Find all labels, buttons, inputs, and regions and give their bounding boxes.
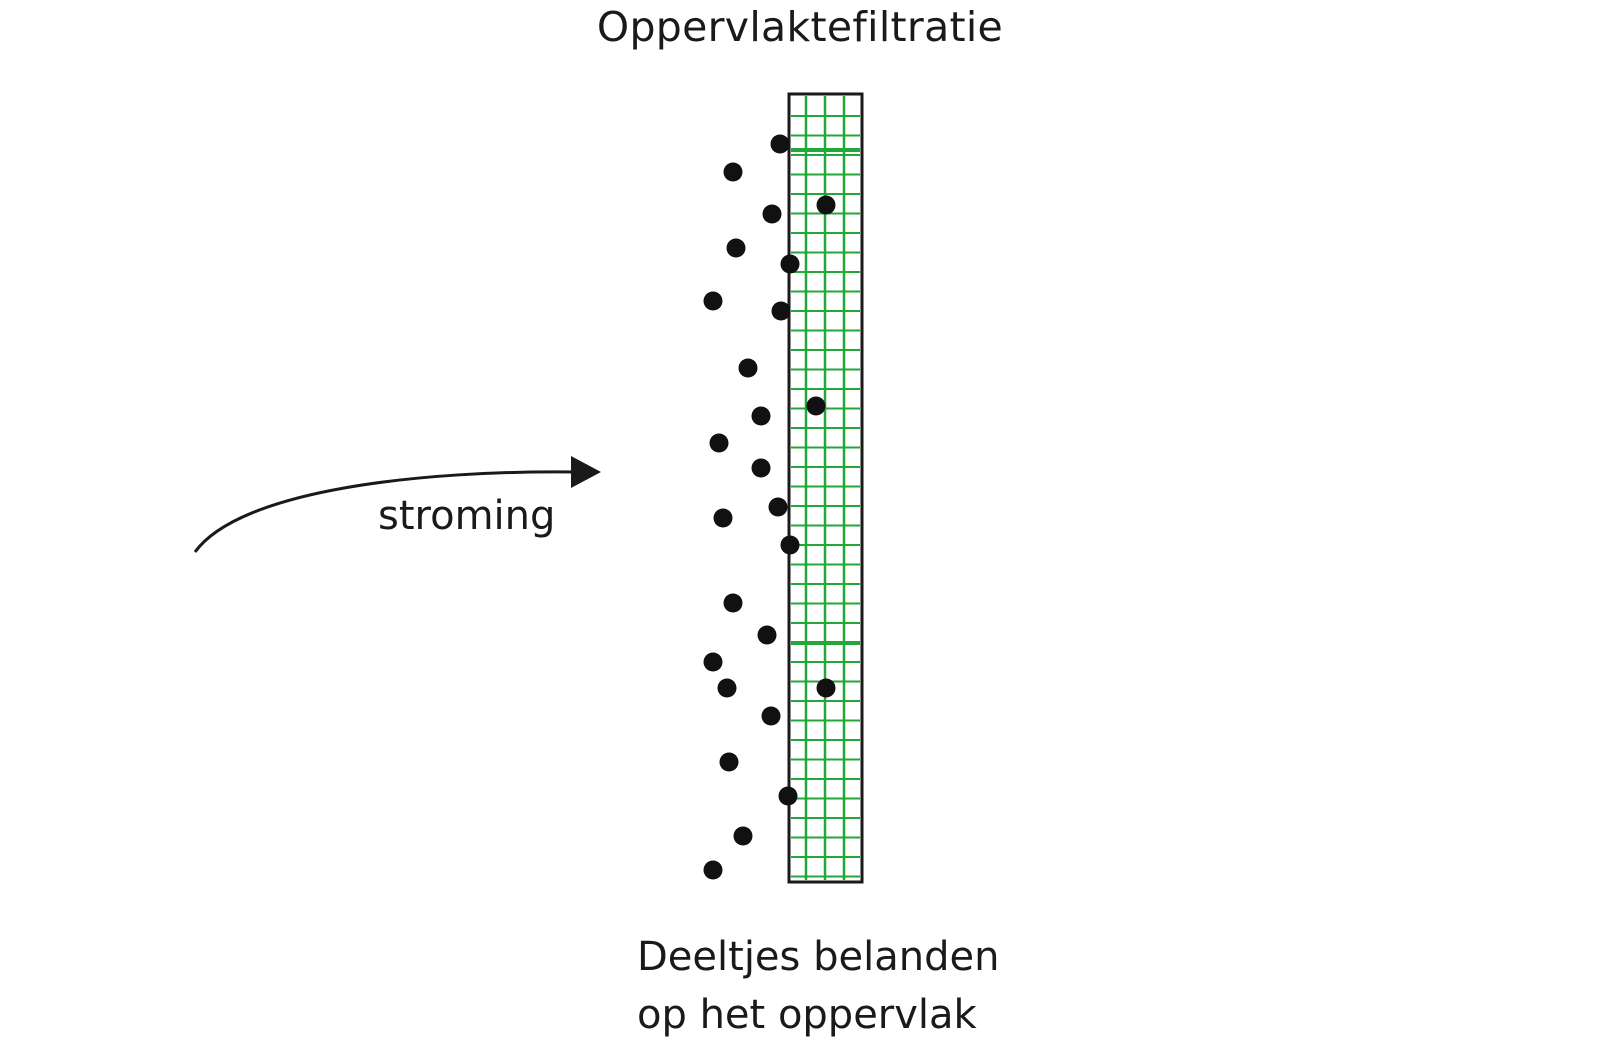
particle [738, 358, 758, 378]
particle [726, 238, 746, 258]
particle [762, 204, 782, 224]
particle [709, 433, 729, 453]
particle [703, 291, 723, 311]
particle [806, 396, 826, 416]
particle [771, 301, 791, 321]
particle [723, 162, 743, 182]
flow-label: stroming [378, 493, 556, 539]
particle [703, 652, 723, 672]
caption-line-2: op het oppervlak [637, 992, 977, 1038]
particle [751, 458, 771, 478]
particle [713, 508, 733, 528]
particle [703, 860, 723, 880]
particles [703, 134, 836, 880]
filter-outline [787, 92, 864, 884]
particle [770, 134, 790, 154]
caption-line-1: Deeltjes belanden [637, 934, 1000, 980]
flow-arrow-curve [193, 470, 579, 553]
particle [717, 678, 737, 698]
particle [780, 535, 800, 555]
particle [778, 786, 798, 806]
particle [723, 593, 743, 613]
particle [761, 706, 781, 726]
page-title: Oppervlaktefiltratie [596, 3, 1004, 51]
flow-arrow-head [571, 456, 601, 488]
filter-mesh [791, 96, 860, 880]
particle [733, 826, 753, 846]
particle [719, 752, 739, 772]
particle [816, 678, 836, 698]
caption: Deeltjes belanden op het oppervlak [637, 928, 999, 1044]
particle [780, 254, 800, 274]
particle [751, 406, 771, 426]
particle [768, 497, 788, 517]
particle [816, 195, 836, 215]
particle [757, 625, 777, 645]
